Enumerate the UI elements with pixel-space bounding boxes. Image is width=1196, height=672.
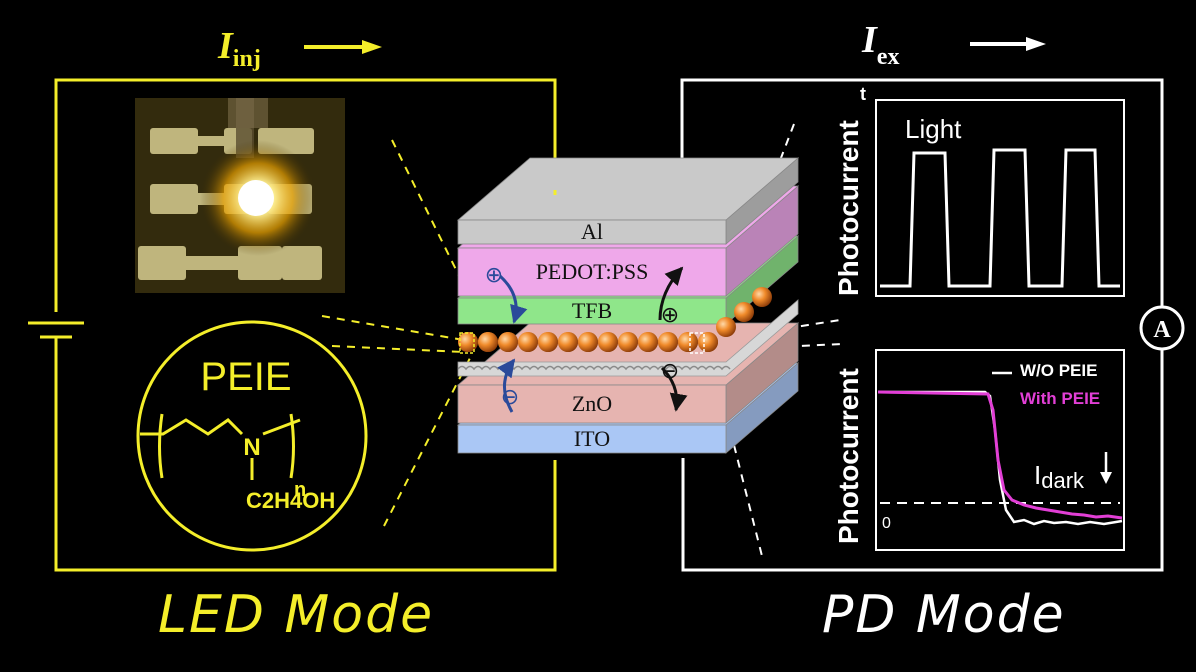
zero-tick-label: 0: [882, 515, 891, 532]
quantum-dot: [752, 287, 772, 307]
quantum-dot: [618, 332, 638, 352]
top-chart-axis-letter: t: [860, 84, 866, 104]
layer-pedot-pss-label: PEDOT:PSS: [536, 259, 649, 284]
quantum-dot: [458, 332, 478, 352]
ammeter-label: A: [1153, 317, 1171, 343]
dark-current-label: Idark: [1034, 460, 1085, 493]
layer-al: Al: [456, 157, 800, 245]
top-chart-ylabel: Photocurrent: [833, 120, 864, 296]
led-circuit-wire: [54, 78, 557, 312]
series-without-peie: [878, 390, 1123, 526]
photocurrent-pulse-trace: [880, 148, 1120, 288]
injection-current-label: Iinj: [217, 25, 261, 72]
peie-molecule: PEIE N n C2H4OH: [136, 320, 368, 552]
quantum-dot: [598, 332, 618, 352]
bottom-chart-ylabel: Photocurrent: [833, 368, 864, 544]
charge-carriers: ⊕ ⊖ ⊕ ⊖: [485, 263, 688, 413]
legend-label-without: W/O PEIE: [1020, 361, 1097, 380]
led-guide-lines: [321, 139, 471, 527]
led-circuit: [54, 78, 557, 572]
quantum-dot: [658, 332, 678, 352]
quantum-dot: [558, 332, 578, 352]
quantum-dot: [698, 332, 718, 352]
quantum-dot: [638, 332, 658, 352]
quantum-dot: [578, 332, 598, 352]
pd-circuit-wire-bottom: [681, 349, 1164, 572]
led-circuit-wire-bottom: [54, 338, 557, 572]
quantum-dot: [518, 332, 538, 352]
led-mode-label: LED Mode: [158, 585, 435, 645]
device-stack: ITO ZnO TFB PEDOT:PSS Al ⊕ ⊖ ⊕ ⊖: [456, 157, 800, 454]
light-response-chart: Photocurrent t Light: [833, 84, 1125, 297]
quantum-dot: [538, 332, 558, 352]
led-device-photo: [135, 98, 345, 293]
quantum-dot: [478, 332, 498, 352]
legend-label-with: With PEIE: [1020, 389, 1100, 408]
hole-carrier-icon: ⊕: [485, 263, 503, 288]
electron-carrier-icon: ⊖: [501, 385, 519, 410]
extraction-current-label: Iex: [861, 19, 899, 70]
light-annotation: Light: [905, 114, 962, 144]
layer-tfb-label: TFB: [572, 298, 612, 323]
zoom-marker-left: [459, 332, 475, 354]
ammeter: A: [1139, 305, 1185, 351]
pd-mode-label: PD Mode: [822, 585, 1066, 645]
quantum-dot-layer: [458, 287, 772, 352]
nitrogen-atom: N: [243, 434, 260, 461]
layer-al-label: Al: [581, 219, 603, 244]
pd-circuit-wire: [680, 78, 1164, 307]
quantum-dot: [716, 317, 736, 337]
series-with-peie: [877, 390, 1123, 520]
side-group-formula: C2H4OH: [246, 488, 335, 513]
hole-carrier-icon: ⊕: [661, 303, 679, 328]
electron-carrier-icon: ⊖: [661, 359, 679, 384]
zoom-marker-right: [689, 332, 705, 354]
quantum-dot: [498, 332, 518, 352]
arrow-down-icon: [1100, 452, 1112, 484]
peie-title: PEIE: [200, 355, 291, 399]
quantum-dot: [678, 332, 698, 352]
quantum-dot: [734, 302, 754, 322]
pd-circuit: [680, 78, 1164, 572]
arrow-right-icon: [304, 40, 382, 54]
layer-ito-label: ITO: [574, 426, 610, 451]
arrow-right-icon: [970, 37, 1046, 51]
battery-icon: [28, 321, 84, 339]
repeat-subscript: n: [294, 479, 306, 501]
dark-current-chart: Photocurrent 0 W/O PEIE With PEIE Idark: [833, 349, 1125, 551]
layer-zno-label: ZnO: [572, 391, 612, 416]
